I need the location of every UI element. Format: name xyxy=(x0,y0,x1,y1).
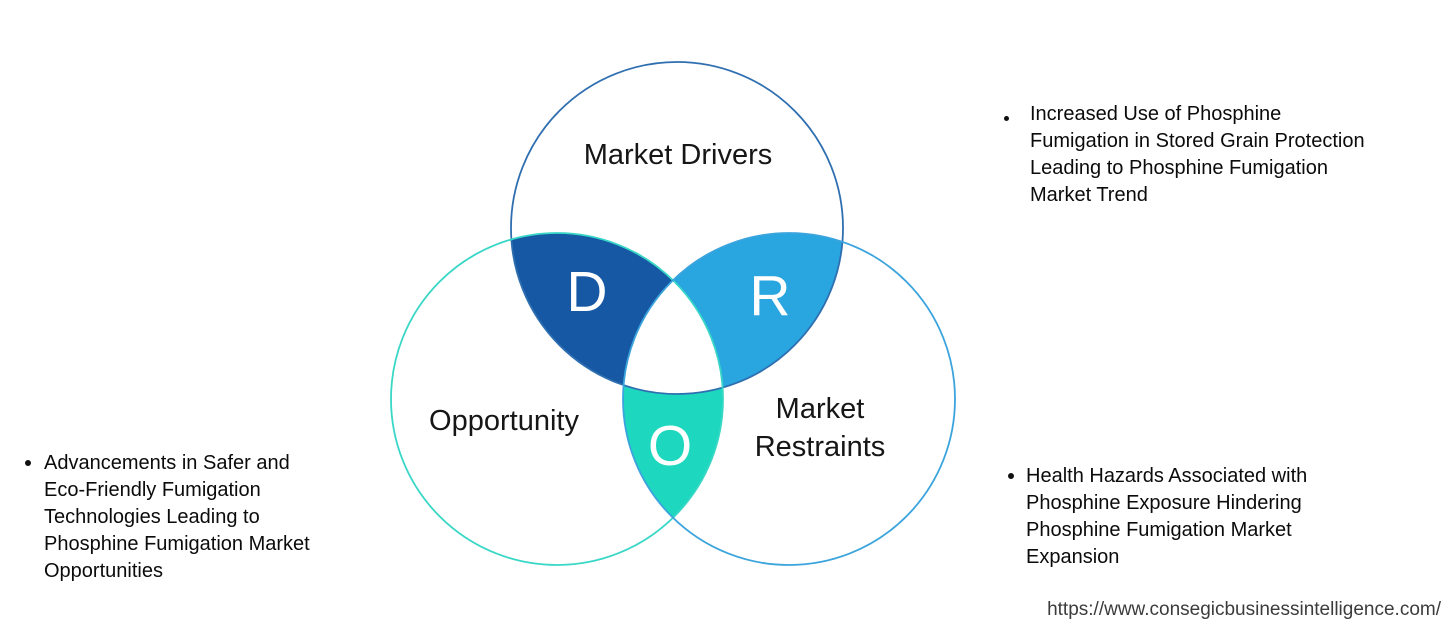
r-region-letter: R xyxy=(749,264,791,328)
bullet-icon xyxy=(1008,473,1014,479)
drivers-annotation: Increased Use of Phosphine Fumigation in… xyxy=(1004,101,1444,209)
opportunity-annotation-text: Advancements in Safer and Eco-Friendly F… xyxy=(44,452,310,582)
restraints-circle-label: Market Restraints xyxy=(754,393,886,463)
restraints-annotation: Health Hazards Associated with Phosphine… xyxy=(1008,463,1388,571)
drivers-annotation-text: Increased Use of Phosphine Fumigation in… xyxy=(1030,103,1365,206)
d-region-letter: D xyxy=(566,260,608,324)
restraints-annotation-text: Health Hazards Associated with Phosphine… xyxy=(1026,465,1308,568)
bullet-icon xyxy=(25,460,31,466)
opportunity-annotation: Advancements in Safer and Eco-Friendly F… xyxy=(25,450,365,585)
opportunity-circle-outline xyxy=(390,232,724,566)
bullet-icon xyxy=(1004,116,1009,121)
o-region-letter: O xyxy=(647,414,693,478)
source-url: https://www.consegicbusinessintelligence… xyxy=(1047,599,1441,620)
r-region xyxy=(623,233,843,394)
restraints-circle-outline xyxy=(622,232,956,566)
drivers-circle-label: Market Drivers xyxy=(583,139,773,171)
opportunity-circle-label: Opportunity xyxy=(429,405,579,437)
d-region xyxy=(511,233,723,394)
drivers-circle-outline xyxy=(510,61,844,395)
